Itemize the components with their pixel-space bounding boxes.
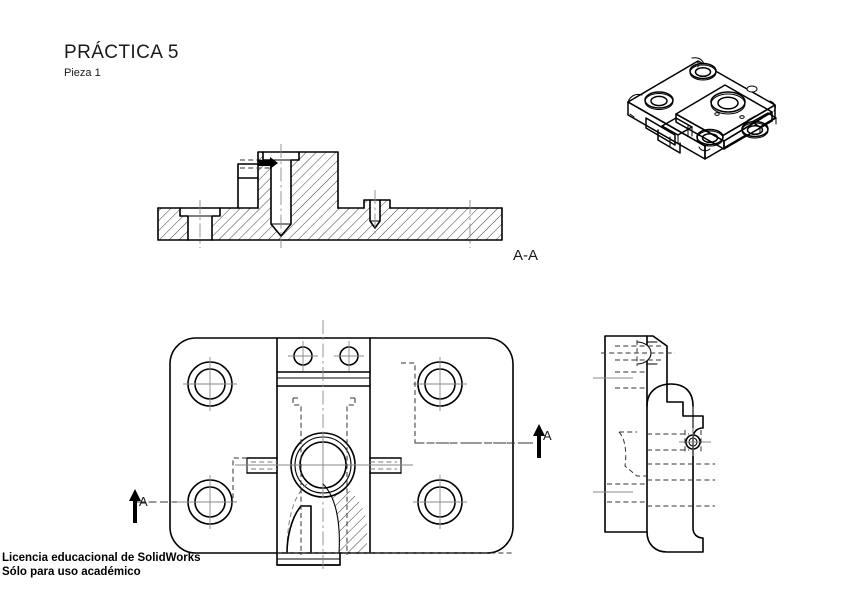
right-side-view: [593, 335, 715, 553]
section-arrow-right: [533, 424, 545, 458]
top-view: [137, 320, 533, 570]
section-view-label: A-A: [513, 247, 539, 264]
licence-line-2: Sólo para uso académico: [2, 566, 141, 579]
page-title: PRÁCTICA 5: [64, 42, 179, 63]
licence-line-1: Licencia educacional de SolidWorks: [2, 552, 201, 564]
section-arrow-left: [129, 489, 141, 523]
counterbore-bottom-left: [177, 475, 237, 529]
page-subtitle: Pieza 1: [64, 66, 101, 79]
section-arrow-label-left: A: [139, 494, 148, 509]
section-arrow-label-right: A: [543, 428, 552, 443]
counterbore-top-right: [413, 357, 467, 411]
counterbore-bottom-right: [413, 475, 467, 529]
licence-footer: Licencia educacional de SolidWorks Sólo …: [2, 551, 201, 580]
section-view-aa: [157, 144, 503, 248]
title-block: PRÁCTICA 5 Pieza 1: [64, 42, 179, 79]
isometric-view: [627, 57, 777, 160]
counterbore-top-left: [183, 357, 237, 411]
